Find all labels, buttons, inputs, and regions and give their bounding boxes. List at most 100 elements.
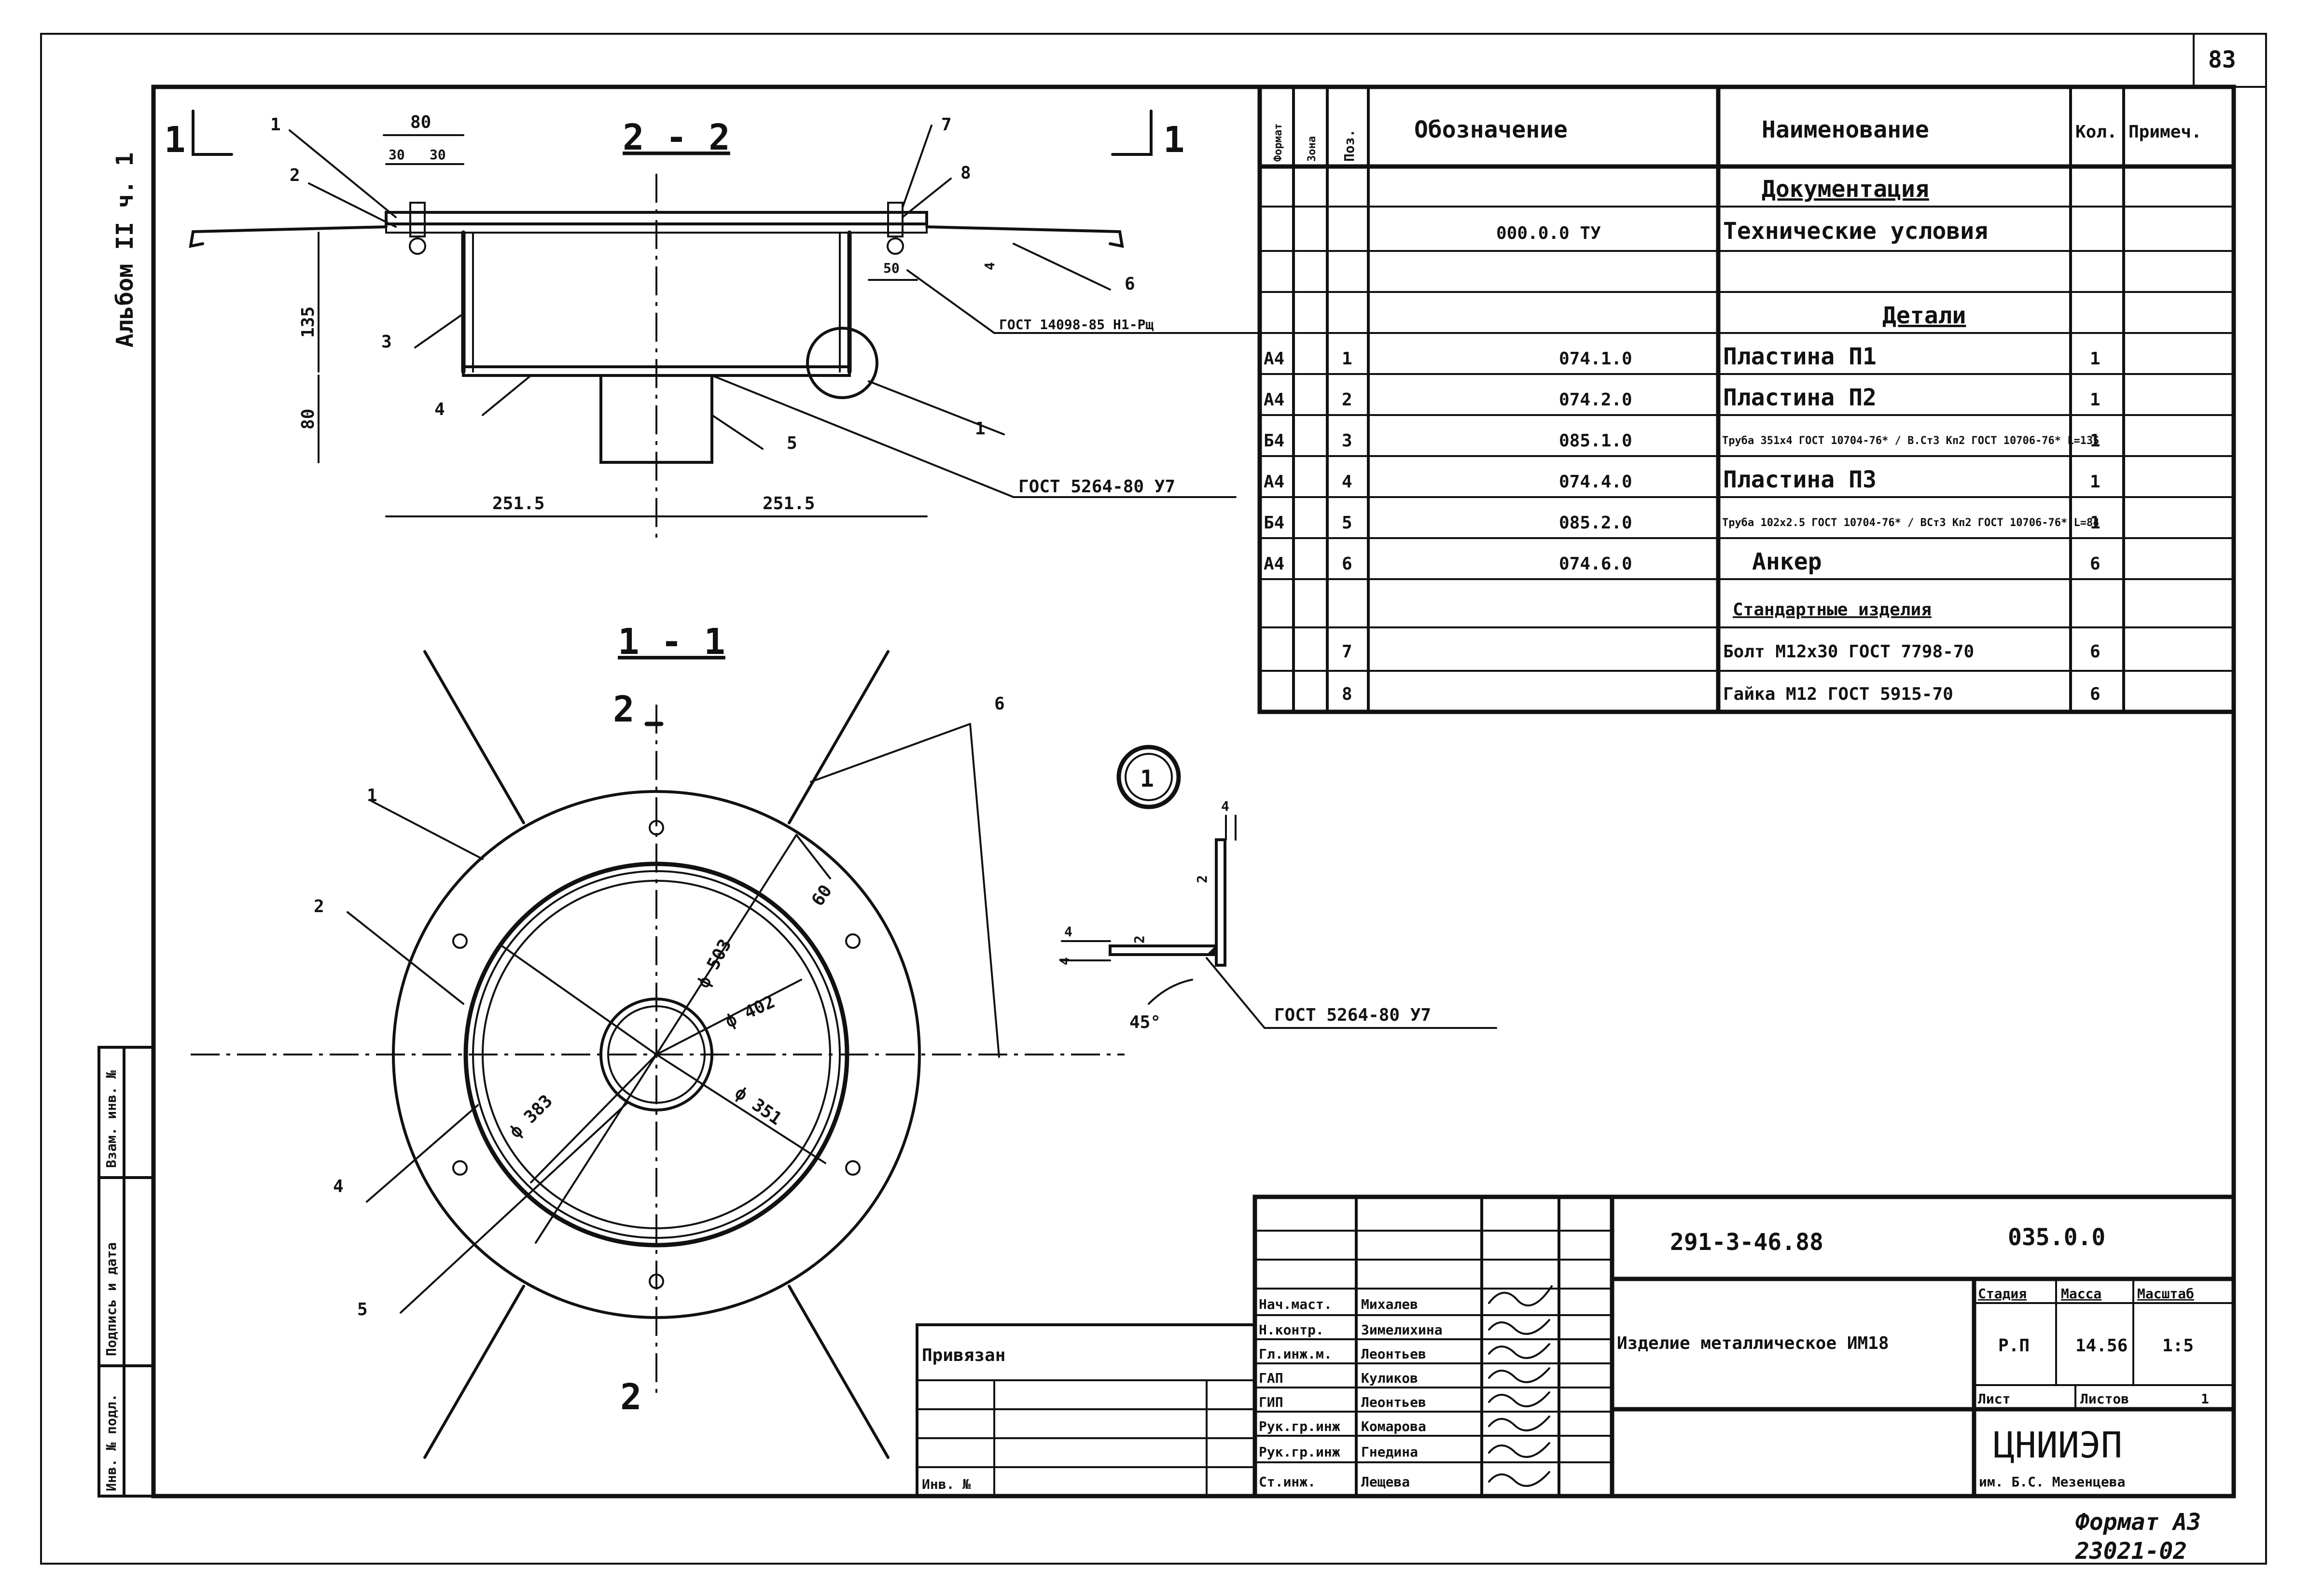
tb-name: Гнедина — [1361, 1444, 1418, 1460]
org-name: ЦНИИЭП — [1993, 1425, 2122, 1466]
node-1-detail: 1 4 4 2 2 4 45° ГОСТ 5264-80 У7 — [1057, 745, 1497, 1032]
spec-row-des: 074.1.0 — [1559, 349, 1632, 369]
dim: 50 — [883, 260, 900, 276]
spec-header-qty: Кол. — [2075, 122, 2117, 142]
stage-value: Р.П — [1998, 1336, 2030, 1356]
dim: ф 383 — [505, 1091, 556, 1142]
spec-row-name: Пластина П3 — [1723, 466, 1877, 493]
dim: 60 — [808, 881, 836, 910]
spec-row-heading: Детали — [1882, 302, 1966, 329]
dim: 80 — [298, 409, 318, 430]
spec-row-pos: 1 — [1342, 349, 1352, 369]
tb-role: Рук.гр.инж — [1259, 1418, 1340, 1434]
anchor-plan — [423, 1285, 525, 1459]
spec-row-qty: 1 — [2090, 431, 2100, 451]
spec-row-pos: 2 — [1342, 390, 1352, 410]
bolt-left — [409, 202, 426, 237]
stamp-inv-podl: Инв. № подл. — [103, 1394, 119, 1491]
spec-row-heading: Стандартные изделия — [1733, 600, 1932, 620]
bolt-holes — [452, 820, 861, 1289]
stage-label: Стадия — [1978, 1286, 2027, 1302]
callout-1: 1 — [270, 115, 281, 135]
spec-row-name: Технические условия — [1723, 218, 1988, 245]
dim: 251.5 — [763, 494, 815, 513]
spec-row-name: Гайка М12 ГОСТ 5915-70 — [1723, 684, 1953, 704]
spec-row-fmt: А4 — [1264, 554, 1284, 574]
spec-header-designation: Обозначение — [1414, 116, 1568, 143]
project-code: 291-3-46.88 — [1670, 1229, 1823, 1256]
spec-row-name: Болт М12х30 ГОСТ 7798-70 — [1723, 642, 1974, 662]
spec-row-heading: Документация — [1762, 176, 1929, 203]
dim: 251.5 — [492, 494, 544, 513]
spec-row-pos: 3 — [1342, 431, 1352, 451]
dim: 4 — [982, 262, 998, 270]
side-stamp: Инв. № подл. Подпись и дата Взам. инв. № — [97, 1046, 155, 1498]
sheet-label: Лист — [1978, 1391, 2010, 1407]
spec-row-fmt: А4 — [1264, 349, 1284, 369]
product-title: Изделие металлическое ИМ18 — [1617, 1333, 1889, 1353]
anchor-plan — [788, 650, 890, 824]
spec-row-name: Пластина П2 — [1723, 384, 1877, 411]
spec-row-qty: 6 — [2090, 554, 2100, 574]
spec-row-qty: 1 — [2090, 349, 2100, 369]
plate-p3-circle — [482, 880, 831, 1229]
dim: 80 — [410, 112, 431, 132]
spec-row-des: 074.6.0 — [1559, 554, 1632, 574]
spec-header-name: Наименование — [1762, 116, 1929, 143]
dim: 2 — [1131, 935, 1147, 944]
spec-row-qty: 6 — [2090, 684, 2100, 704]
dim: 30 — [430, 147, 446, 163]
signatures — [1488, 1285, 1553, 1487]
sheets-label: Листов — [2080, 1391, 2129, 1407]
dim: 2 — [1194, 875, 1210, 883]
weld-angle: 45° — [1129, 1013, 1161, 1032]
org-sub: им. Б.С. Мезенцева — [1979, 1474, 2125, 1490]
section-2-2: 2 - 2 1 1 80 30 30 1 — [164, 110, 1266, 541]
weld-note: ГОСТ 14098-85 Н1-Рщ — [999, 317, 1154, 333]
spec-row-des: 074.4.0 — [1559, 472, 1632, 492]
dim: 4 — [1221, 798, 1229, 814]
spec-header-format: Формат — [1272, 124, 1284, 162]
tb-name: Лещева — [1361, 1474, 1410, 1490]
spec-row-fmt: А4 — [1264, 390, 1284, 410]
callout-2: 2 — [314, 897, 324, 916]
tb-role: Нач.маст. — [1259, 1296, 1332, 1312]
anchor-plan — [423, 650, 525, 824]
node-tube-wall — [1215, 838, 1226, 967]
album-label: Альбом II ч. 1 — [111, 152, 139, 347]
page-number: 83 — [2208, 46, 2236, 73]
spec-row-fmt: Б4 — [1264, 431, 1284, 451]
spec-row-des: 085.1.0 — [1559, 431, 1632, 451]
callout-7: 7 — [941, 115, 952, 135]
section-2-2-title: 2 - 2 — [623, 117, 730, 158]
tb-name: Комарова — [1361, 1418, 1426, 1434]
spec-row-pos: 6 — [1342, 554, 1352, 574]
scale-value: 1:5 — [2162, 1336, 2194, 1356]
node-plate — [1109, 944, 1218, 956]
tb-role: Рук.гр.инж — [1259, 1444, 1340, 1460]
node-marker-circle — [806, 327, 878, 399]
spec-row-qty: 1 — [2090, 513, 2100, 533]
spec-row-qty: 6 — [2090, 642, 2100, 662]
tb-name: Леонтьев — [1361, 1346, 1426, 1362]
callout-1b: 1 — [975, 419, 986, 439]
callout-4: 4 — [333, 1177, 344, 1196]
tie-box — [916, 1323, 1256, 1498]
bolt-right — [887, 202, 904, 237]
spec-row-name: Пластина П1 — [1723, 343, 1877, 370]
cut-mark-label: 2 — [620, 1376, 642, 1418]
inv-label: Инв. № — [922, 1476, 971, 1492]
format-label: Формат А3 — [2075, 1509, 2201, 1536]
cut-mark-label: 1 — [164, 119, 186, 161]
tube-351-inner — [472, 870, 841, 1239]
sheets-value: 1 — [2201, 1391, 2209, 1407]
callout-5: 5 — [787, 433, 797, 453]
tube-351-outer — [463, 861, 849, 1248]
dim: ф 351 — [731, 1083, 785, 1129]
mass-value: 14.56 — [2075, 1336, 2128, 1356]
tb-name: Леонтьев — [1361, 1394, 1426, 1410]
callout-5: 5 — [357, 1300, 368, 1319]
callout-6: 6 — [1125, 274, 1135, 294]
spec-row-fmt: Б4 — [1264, 513, 1284, 533]
